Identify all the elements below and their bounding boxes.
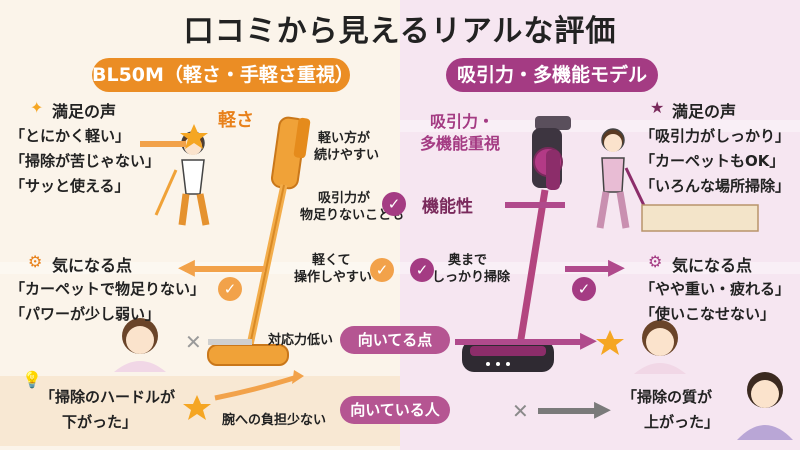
note-easy-line: 操作しやすい — [294, 270, 372, 285]
right-person-illustration — [596, 128, 759, 232]
check-icon: ✓ — [382, 192, 406, 216]
right-feature-line: 多機能重視 — [420, 134, 501, 153]
left-satisfied-quote: 「掃除が苦じゃない」 — [10, 152, 161, 170]
cross-icon: ✕ — [512, 399, 529, 423]
suited-point-tag: 向いてる点 — [340, 326, 450, 354]
right-satisfied-quote: 「吸引力がしっかり」 — [640, 127, 791, 145]
arrow — [505, 202, 565, 208]
suited-person-tag: 向いている人 — [340, 396, 450, 424]
purple-stick-vacuum-illustration — [462, 116, 571, 372]
check-icon: ✓ — [218, 277, 242, 301]
arrow — [208, 339, 252, 345]
right-bottom-quote-line: 上がった」 — [644, 413, 720, 431]
note-easy-line: 軽くて — [312, 253, 351, 268]
check-icon: ✓ — [572, 277, 596, 301]
thinking-woman-illustration — [634, 320, 686, 374]
left-bottom-quote-line: 「掃除のハードルが — [40, 388, 176, 406]
star-icon — [183, 395, 211, 420]
arrow — [185, 266, 265, 272]
note-light-line: 続けやすい — [314, 148, 380, 163]
right-feature-line: 吸引力・ — [430, 112, 495, 131]
right-satisfied-title: 満足の声 — [672, 102, 737, 121]
sparkle-icon: ✦ — [30, 98, 44, 117]
star-icon — [596, 330, 624, 355]
star-icon — [180, 124, 208, 149]
right-concern-quote: 「使いこなせない」 — [640, 305, 776, 323]
arrow-right-icon: ▶ — [580, 328, 597, 353]
left-satisfied-quote: 「サッと使える」 — [10, 177, 130, 195]
arrow — [455, 339, 585, 345]
note-light-line: 軽い方が — [318, 131, 371, 146]
arrow-right-icon: ▶ — [594, 397, 611, 422]
arrow — [565, 266, 615, 272]
star-icon: ★ — [650, 98, 665, 117]
arrow — [538, 408, 598, 414]
left-satisfied-title: 満足の声 — [52, 102, 117, 121]
note-suction-line: 物足りないことも — [300, 208, 405, 223]
left-satisfied-quote: 「とにかく軽い」 — [10, 127, 131, 145]
gear-icon: ⚙ — [28, 252, 43, 271]
left-concern-quote: 「パワーが少し弱い」 — [10, 305, 161, 323]
man-illustration — [737, 372, 793, 440]
stripe — [400, 120, 800, 132]
check-icon: ✓ — [370, 258, 394, 282]
worried-woman-illustration — [114, 318, 166, 372]
right-concern-title: 気になる点 — [672, 256, 753, 275]
left-model-header: BL50M（軽さ・手軽さ重視） — [92, 58, 354, 92]
arrow-left-icon: ◀ — [178, 255, 195, 280]
note-deep-line: 奥まで — [448, 253, 488, 268]
check-icon: ✓ — [410, 258, 434, 282]
cross-icon: ✕ — [185, 330, 202, 354]
right-satisfied-quote: 「カーペットもOK」 — [640, 152, 785, 170]
left-concern-quote: 「カーペットで物足りない」 — [10, 280, 206, 298]
orange-stick-vacuum-illustration — [207, 116, 311, 366]
right-satisfied-quote: 「いろんな場所掃除」 — [640, 177, 791, 195]
page-title: 口コミから見えるリアルな評価 — [183, 14, 617, 49]
lightbulb-icon: 💡 — [22, 370, 42, 389]
note-arm-load: 腕への負担少ない — [222, 413, 327, 428]
note-versatility: 対応力低い — [268, 333, 334, 348]
left-feature-label: 軽さ — [218, 110, 254, 131]
gear-icon: ⚙ — [648, 252, 663, 271]
right-bottom-quote-line: 「掃除の質が — [622, 388, 713, 406]
arrow-right-icon: ▶ — [608, 255, 625, 280]
note-suction-line: 吸引力が — [318, 191, 371, 206]
note-functionality: 機能性 — [422, 197, 473, 217]
arrow — [140, 141, 186, 147]
right-concern-quote: 「やや重い・疲れる」 — [640, 280, 791, 298]
right-model-header: 吸引力・多機能モデル — [446, 58, 658, 92]
left-bottom-quote-line: 下がった」 — [62, 413, 138, 431]
note-deep-line: しっかり掃除 — [432, 270, 511, 285]
left-concern-title: 気になる点 — [52, 256, 133, 275]
